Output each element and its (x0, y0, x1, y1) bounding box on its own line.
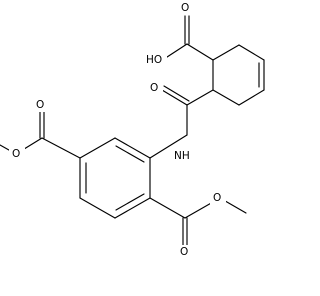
bond-aryl-c6-c1 (114, 137, 151, 159)
molecule-diagram: O HO O NH O O O O (0, 0, 265, 259)
bond-ring-c6-c1 (212, 44, 240, 61)
bond-amide-n-aryl (149, 134, 188, 159)
mask-amide-nh (172, 148, 196, 164)
acid-oh-label: HO (146, 54, 162, 66)
bond-aryl-c3-c4 (79, 197, 116, 219)
bond-ring-c5-c6 (238, 44, 265, 61)
bond-aryl-left-ester-c (41, 137, 81, 159)
bond-lines (0, 15, 265, 253)
bottom-ester-carbonyl-o-label: O (180, 246, 188, 258)
bond-aryl-inner-c1-c6 (115, 145, 145, 163)
mask-bottom-ester-carbonyl-o (177, 245, 193, 259)
atom-labels: O HO O NH O O O O (9, 0, 226, 259)
mask-bottom-ester-alkoxy-o (210, 191, 226, 205)
bond-aryl-inner-c2-c3 (115, 193, 145, 211)
mask-left-ester-alkoxy-o (9, 147, 25, 161)
mask-left-ester-carbonyl-o (33, 98, 49, 112)
bond-ring-amide-c (186, 89, 214, 106)
left-ester-alkoxy-o-label: O (12, 148, 20, 160)
bond-amide-c-o-a (161, 89, 188, 106)
bond-ring-c3-c4 (238, 89, 265, 106)
bond-amide-c-o-b (163, 85, 190, 102)
bond-acid-c-oh (163, 43, 188, 60)
bottom-ester-alkoxy-o-label: O (213, 192, 221, 204)
bond-acid-c-ring (186, 43, 214, 61)
acid-carbonyl-o-label: O (181, 2, 189, 14)
left-ester-carbonyl-o-label: O (36, 99, 44, 111)
bond-ring-c2-c3 (212, 89, 240, 106)
mask-amide-o (147, 81, 163, 95)
bond-aryl-bottom-ester-c (149, 197, 186, 219)
amide-nh-label: NH (174, 150, 190, 162)
bond-aryl-c2-c3 (114, 197, 151, 219)
mask-acid-oh (145, 53, 167, 67)
amide-o-label: O (150, 82, 158, 94)
bond-aryl-c5-c6 (79, 137, 116, 159)
mask-acid-carbonyl-o (178, 0, 194, 14)
